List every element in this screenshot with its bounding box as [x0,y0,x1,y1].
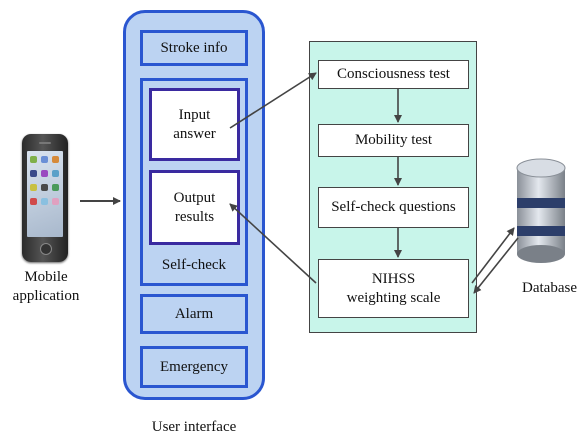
app-icon [41,184,48,191]
app-icon [41,170,48,177]
input-answer-line2: answer [173,125,216,142]
mobile-label-line2: application [12,288,80,304]
database-label: Database [522,280,577,296]
app-icon [52,184,59,191]
input-answer-line1: Input [178,106,211,123]
database-to-nihss-arrow [473,237,519,294]
mobility-test-label: Mobility test [354,132,433,148]
nihss-line1: NIHSS [371,270,416,287]
nihss-to-database-arrow [471,227,515,284]
app-icon [41,198,48,205]
app-icon [41,156,48,163]
self-check-questions-box: Self-check questions [318,187,469,228]
input-to-consciousness-arrow [229,72,317,129]
output-results-line1: Output [173,189,216,206]
mobile-phone-icon [22,134,68,262]
app-icon [30,156,37,163]
emergency-box: Emergency [140,346,248,388]
nihss-line2: weighting scale [346,289,441,306]
database-icon [516,158,566,263]
app-icon [30,170,37,177]
input-answer-box: Input answer [149,88,240,161]
app-icon [30,184,37,191]
app-icon [52,198,59,205]
self-check-label: Self-check [161,257,227,273]
self-check-questions-label: Self-check questions [331,199,456,215]
alarm-label: Alarm [174,305,214,322]
mobility-test-box: Mobility test [318,124,469,157]
consciousness-test-label: Consciousness test [337,66,450,82]
nihss-box: NIHSS weighting scale [318,259,469,318]
phone-speaker [39,142,51,144]
consciousness-test-box: Consciousness test [318,60,469,89]
phone-screen [27,151,63,237]
nihss-to-output-arrow [229,203,317,284]
mobile-label-line1: Mobile [24,269,68,285]
output-results-line2: results [174,208,215,225]
mobile-label: Mobile application [0,268,92,306]
alarm-box: Alarm [140,294,248,334]
stroke-info-box: Stroke info [140,30,248,66]
user-interface-caption: User interface [151,419,237,435]
emergency-label: Emergency [159,358,229,375]
stroke-info-label: Stroke info [160,39,228,56]
app-icon [30,198,37,205]
app-icon [52,170,59,177]
output-results-box: Output results [149,170,240,245]
app-icon [52,156,59,163]
phone-home-button [40,243,52,255]
